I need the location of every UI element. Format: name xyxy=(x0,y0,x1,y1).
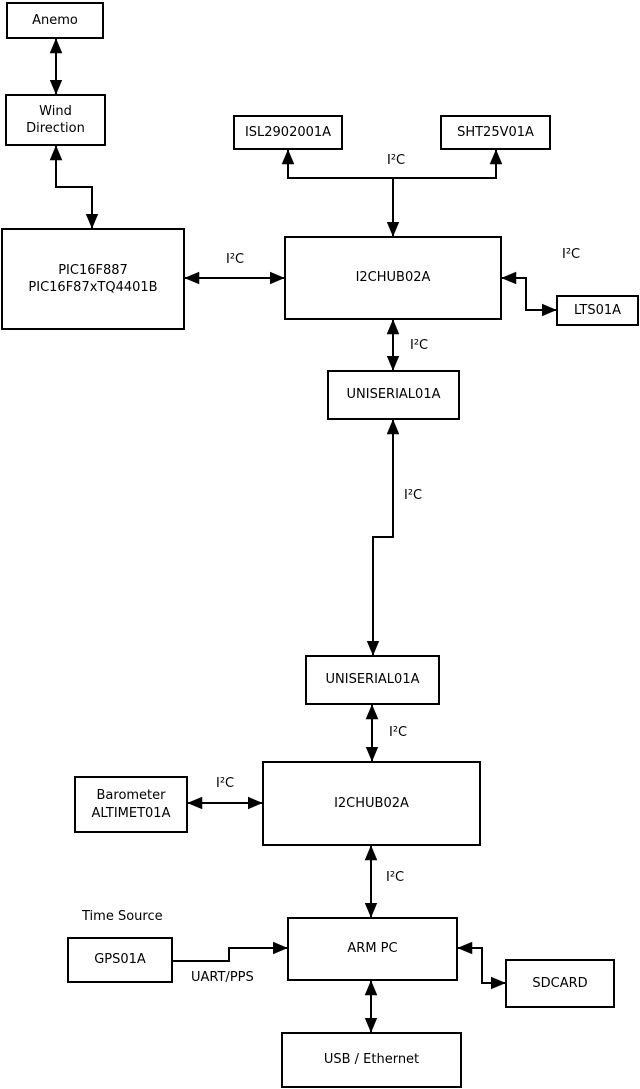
node-sht25v01a: SHT25V01A xyxy=(440,115,551,150)
connector-armpc-sdcard xyxy=(457,941,506,990)
node-wind-direction-label-line1: Wind xyxy=(39,103,72,119)
node-usb-ethernet-label: USB / Ethernet xyxy=(323,1052,420,1068)
node-sht25v01a-label: SHT25V01A xyxy=(457,124,534,140)
label-time-source: Time Source xyxy=(82,909,163,924)
node-pic16f887-label-line1: PIC16F887 xyxy=(58,262,128,278)
label-i2c-uniserial-link: I²C xyxy=(404,488,423,503)
node-barometer-label-line1: Barometer xyxy=(96,788,166,804)
node-barometer: Barometer ALTIMET01A xyxy=(74,776,188,833)
node-gps01a: GPS01A xyxy=(67,937,173,983)
label-i2c-hub1-uniserial1: I²C xyxy=(410,338,429,353)
node-pic16f887-label-line2: PIC16F87xTQ4401B xyxy=(28,280,158,295)
node-uniserial01a-top: UNISERIAL01A xyxy=(327,370,460,420)
connector-wind-pic xyxy=(49,145,99,229)
node-wind-direction: Wind Direction xyxy=(5,94,106,146)
label-i2c-pic-hub1: I²C xyxy=(226,252,245,267)
node-i2chub02a-bottom: I2CHUB02A xyxy=(262,761,481,846)
node-sdcard-label: SDCARD xyxy=(532,975,588,991)
node-sdcard: SDCARD xyxy=(505,959,615,1008)
node-anemo: Anemo xyxy=(6,2,104,39)
label-i2c-uniserial2-hub2: I²C xyxy=(389,725,408,740)
node-uniserial01a-top-label: UNISERIAL01A xyxy=(346,387,441,403)
node-arm-pc: ARM PC xyxy=(287,917,458,981)
label-i2c-sensors: I²C xyxy=(387,153,406,168)
node-uniserial01a-bottom-label: UNISERIAL01A xyxy=(325,672,420,688)
node-lts01a: LTS01A xyxy=(556,295,639,326)
node-i2chub02a-bottom-label: I2CHUB02A xyxy=(334,795,409,811)
node-barometer-label-line2: ALTIMET01A xyxy=(91,805,171,821)
connector-hub1-lts xyxy=(501,271,557,317)
node-pic16f887: PIC16F887 PIC16F87xTQ4401B xyxy=(1,228,185,330)
node-uniserial01a-bottom: UNISERIAL01A xyxy=(305,655,440,705)
node-isl2902001a: ISL2902001A xyxy=(233,115,343,150)
node-isl2902001a-label: ISL2902001A xyxy=(244,124,332,140)
label-uart-pps: UART/PPS xyxy=(191,970,254,985)
node-anemo-label: Anemo xyxy=(32,12,78,28)
node-lts01a-label: LTS01A xyxy=(573,302,622,318)
label-i2c-hub2-armpc: I²C xyxy=(386,870,405,885)
node-arm-pc-label: ARM PC xyxy=(347,941,398,957)
label-i2c-barometer-hub2: I²C xyxy=(216,776,235,791)
node-usb-ethernet: USB / Ethernet xyxy=(281,1032,462,1088)
label-i2c-lts: I²C xyxy=(562,247,581,262)
node-i2chub02a-top: I2CHUB02A xyxy=(284,236,502,320)
connector-gps-armpc xyxy=(173,941,288,962)
connector-uniserial1-uniserial2 xyxy=(366,419,400,656)
node-wind-direction-label-line2: Direction xyxy=(26,121,85,136)
node-gps01a-label: GPS01A xyxy=(94,952,146,968)
node-i2chub02a-top-label: I2CHUB02A xyxy=(355,270,431,286)
